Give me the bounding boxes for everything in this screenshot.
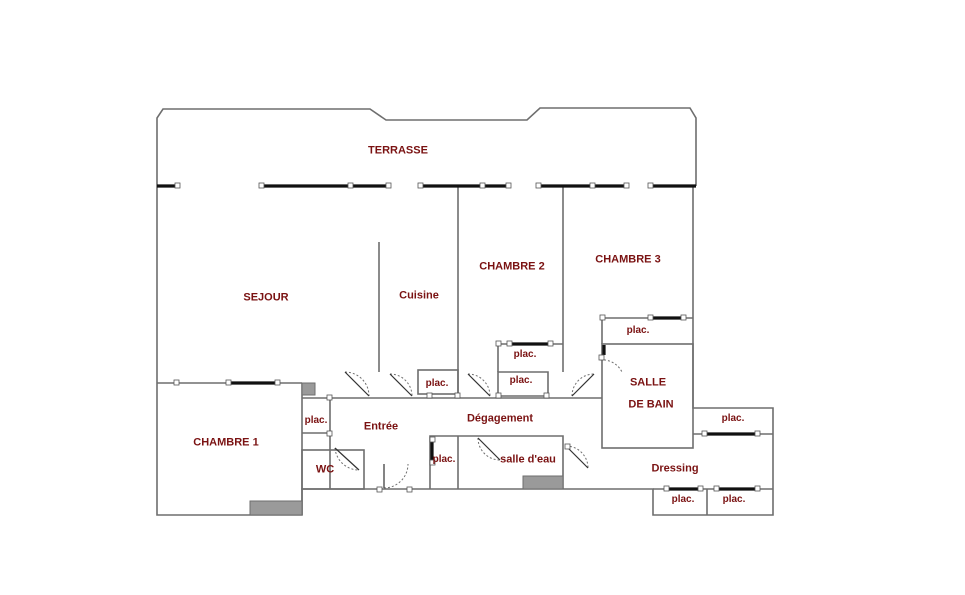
label-placard-dressing-top: plac. [721, 413, 745, 424]
joint [326, 430, 333, 437]
joint [701, 430, 708, 437]
door-swing [565, 445, 589, 469]
cuisine-placard [417, 369, 459, 395]
salle-eau-block [522, 475, 564, 490]
joint [535, 182, 542, 189]
outer-wall [156, 186, 774, 516]
wall-block [301, 382, 316, 396]
joint [274, 379, 281, 386]
joint [680, 314, 687, 321]
door-leaf [389, 373, 413, 397]
joint [385, 182, 392, 189]
salle-de-bain [601, 343, 694, 449]
joint [564, 443, 571, 450]
label-placard-salle-eau: plac. [432, 454, 456, 465]
joint [417, 182, 424, 189]
joint [376, 486, 383, 493]
door-leaf [344, 371, 370, 397]
label-dressing: Dressing [651, 462, 699, 475]
label-chambre-1: CHAMBRE 1 [193, 436, 259, 449]
joint [495, 340, 502, 347]
door-swing [389, 373, 413, 397]
label-placard-entree: plac. [304, 415, 328, 426]
joint [225, 379, 232, 386]
joint [174, 182, 181, 189]
joint [454, 392, 461, 399]
door-swing [383, 463, 409, 489]
door-leaf [571, 373, 595, 397]
label-chambre-3: CHAMBRE 3 [595, 253, 661, 266]
door-leaf [334, 447, 360, 471]
door-leaf [565, 445, 589, 469]
joint [258, 182, 265, 189]
label-wc: WC [315, 463, 335, 476]
joint [754, 485, 761, 492]
joint [429, 459, 436, 466]
label-placard-chambre2-b: plac. [509, 375, 533, 386]
joint [505, 182, 512, 189]
label-salle-eau: salle d'eau [500, 453, 556, 466]
joint [406, 486, 413, 493]
door-leaf [477, 437, 501, 461]
joint [713, 485, 720, 492]
joint [599, 314, 606, 321]
joint [647, 314, 654, 321]
door-swing [467, 373, 491, 397]
joint [589, 182, 596, 189]
joint [663, 485, 670, 492]
terrace-outline [156, 107, 697, 186]
door-swing [599, 359, 623, 373]
joint [495, 392, 502, 399]
joint [426, 392, 433, 399]
joint [429, 436, 436, 443]
joint [326, 394, 333, 401]
joint [647, 182, 654, 189]
door-swing [344, 371, 370, 397]
joint [173, 379, 180, 386]
door-swing [571, 373, 595, 397]
door-swing [477, 437, 501, 461]
door-leaf [467, 373, 491, 397]
wc-room [301, 449, 365, 490]
door-swing [334, 447, 360, 471]
label-sejour: SEJOUR [243, 291, 289, 304]
label-entree: Entrée [363, 420, 399, 433]
label-placard-cuisine: plac. [425, 378, 449, 389]
label-salle-de-bain-line2: DE BAIN [628, 398, 674, 411]
joint [347, 182, 354, 189]
joint [506, 340, 513, 347]
label-degagement: Dégagement [466, 412, 534, 425]
joint [697, 485, 704, 492]
label-terrasse: TERRASSE [368, 144, 428, 157]
joint [547, 340, 554, 347]
label-placard-dressing-right: plac. [722, 494, 746, 505]
chambre1-block [249, 500, 303, 516]
joint [623, 182, 630, 189]
label-placard-dressing-left: plac. [671, 494, 695, 505]
label-placard-chambre3: plac. [626, 325, 650, 336]
joint [479, 182, 486, 189]
label-chambre-2: CHAMBRE 2 [479, 260, 545, 273]
joint [598, 354, 605, 361]
joint [543, 392, 550, 399]
label-salle-de-bain-line1: SALLE [629, 376, 667, 389]
label-placard-chambre2-a: plac. [513, 349, 537, 360]
joint [754, 430, 761, 437]
label-cuisine: Cuisine [399, 289, 439, 302]
